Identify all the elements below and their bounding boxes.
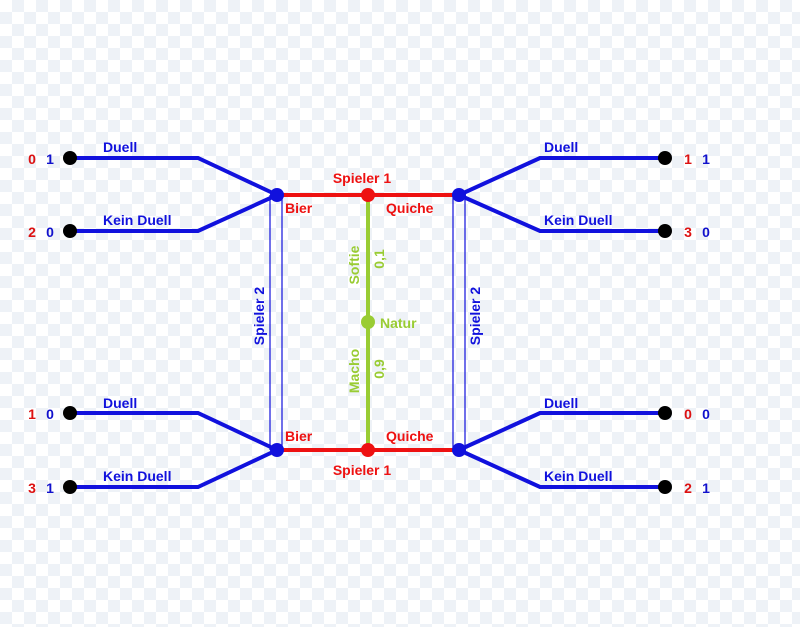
branch-label-tr-kein-duell: Kein Duell (544, 212, 612, 228)
branch-tr-duell (458, 156, 665, 197)
player2-node-left-top (270, 188, 284, 202)
branch-br-duell (458, 411, 665, 452)
payoff-p2-bl-duell: 0 (46, 406, 54, 422)
terminal-node-tl-duell (63, 151, 77, 165)
branch-br-kein-duell (458, 448, 665, 489)
player1-branches (277, 193, 459, 452)
branch-label-br-kein-duell: Kein Duell (544, 468, 612, 484)
payoff-p2-tl-kein-duell: 0 (46, 224, 54, 240)
player1-node-top (361, 188, 375, 202)
player2-node-right-top (452, 188, 466, 202)
branch-label-tl-duell: Duell (103, 139, 137, 155)
bier-bottom-label: Bier (285, 428, 313, 444)
info-set-right (452, 195, 466, 450)
terminal-node-bl-kein-duell (63, 480, 77, 494)
player2-node-left-bottom (270, 443, 284, 457)
branch-tl-kein-duell (70, 193, 278, 233)
natur-label: Natur (380, 315, 417, 331)
payoff-p1-bl-kein-duell: 3 (28, 480, 36, 496)
payoff-p1-bl-duell: 1 (28, 406, 36, 422)
payoff-p2-br-duell: 0 (702, 406, 710, 422)
branch-tl-duell (70, 156, 278, 197)
payoff-p1-tl-duell: 0 (28, 151, 36, 167)
branch-bl-kein-duell (70, 448, 278, 489)
player2-branches (70, 156, 665, 489)
terminal-node-bl-duell (63, 406, 77, 420)
terminal-node-tl-kein-duell (63, 224, 77, 238)
payoff-p2-bl-kein-duell: 1 (46, 480, 54, 496)
quiche-bottom-label: Quiche (386, 428, 434, 444)
info-set-left (269, 195, 283, 450)
player1-node-bottom (361, 443, 375, 457)
macho-label: Macho (346, 349, 362, 393)
spieler2-left-label: Spieler 2 (251, 287, 267, 346)
terminal-node-br-duell (658, 406, 672, 420)
player2-nodes (270, 188, 466, 457)
payoff-p1-tr-kein-duell: 3 (684, 224, 692, 240)
branch-bl-duell (70, 411, 278, 452)
spieler2-right-label: Spieler 2 (467, 287, 483, 346)
softie-prob-label: 0,1 (371, 249, 387, 269)
spieler1-bottom-label: Spieler 1 (333, 462, 392, 478)
branch-label-bl-duell: Duell (103, 395, 137, 411)
branch-tr-kein-duell (458, 193, 665, 233)
quiche-top-label: Quiche (386, 200, 434, 216)
payoff-p1-tl-kein-duell: 2 (28, 224, 36, 240)
payoff-p1-tr-duell: 1 (684, 151, 692, 167)
payoff-p2-tl-duell: 1 (46, 151, 54, 167)
spieler1-top-label: Spieler 1 (333, 170, 392, 186)
terminal-nodes (63, 151, 672, 494)
branch-label-bl-kein-duell: Kein Duell (103, 468, 171, 484)
branch-label-br-duell: Duell (544, 395, 578, 411)
payoff-p1-br-duell: 0 (684, 406, 692, 422)
payoff-p2-tr-kein-duell: 0 (702, 224, 710, 240)
payoff-p2-tr-duell: 1 (702, 151, 710, 167)
payoff-p2-br-kein-duell: 1 (702, 480, 710, 496)
terminal-node-tr-kein-duell (658, 224, 672, 238)
macho-prob-label: 0,9 (371, 359, 387, 379)
bier-top-label: Bier (285, 200, 313, 216)
terminal-node-tr-duell (658, 151, 672, 165)
player2-node-right-bottom (452, 443, 466, 457)
softie-label: Softie (346, 245, 362, 284)
player1-nodes (361, 188, 375, 457)
terminal-node-br-kein-duell (658, 480, 672, 494)
payoff-p1-br-kein-duell: 2 (684, 480, 692, 496)
nature-node (361, 315, 375, 329)
branch-label-tr-duell: Duell (544, 139, 578, 155)
branch-label-tl-kein-duell: Kein Duell (103, 212, 171, 228)
